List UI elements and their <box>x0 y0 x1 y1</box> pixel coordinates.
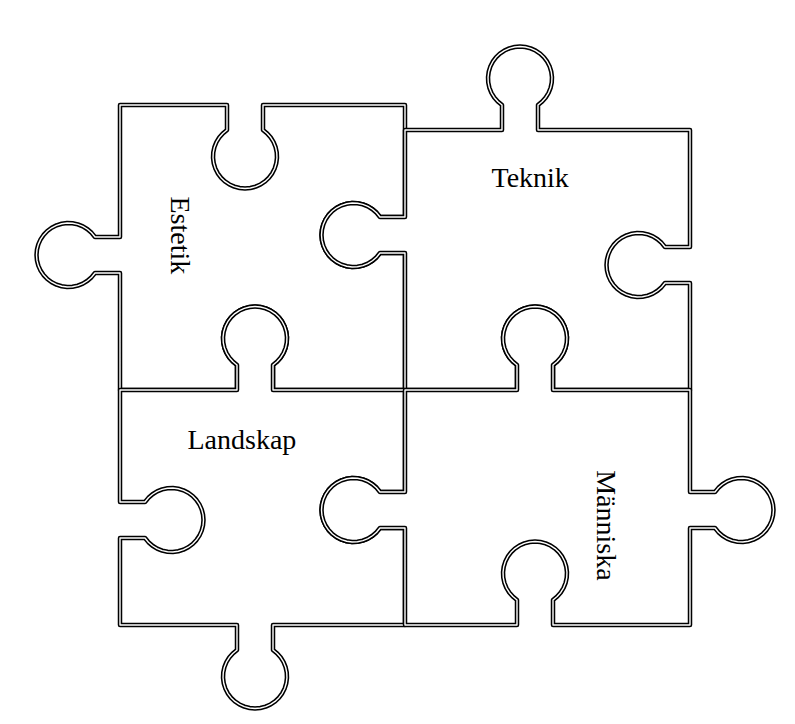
piece-label: Landskap <box>188 425 297 456</box>
piece-label: Teknik <box>492 163 569 194</box>
piece-outline-outer <box>322 307 774 626</box>
piece-outline <box>305 290 790 724</box>
puzzle-piece: Människa <box>405 390 690 625</box>
piece-outline-inner <box>322 307 774 626</box>
piece-label: Estetik <box>164 196 195 274</box>
piece-label: Människa <box>590 470 621 580</box>
